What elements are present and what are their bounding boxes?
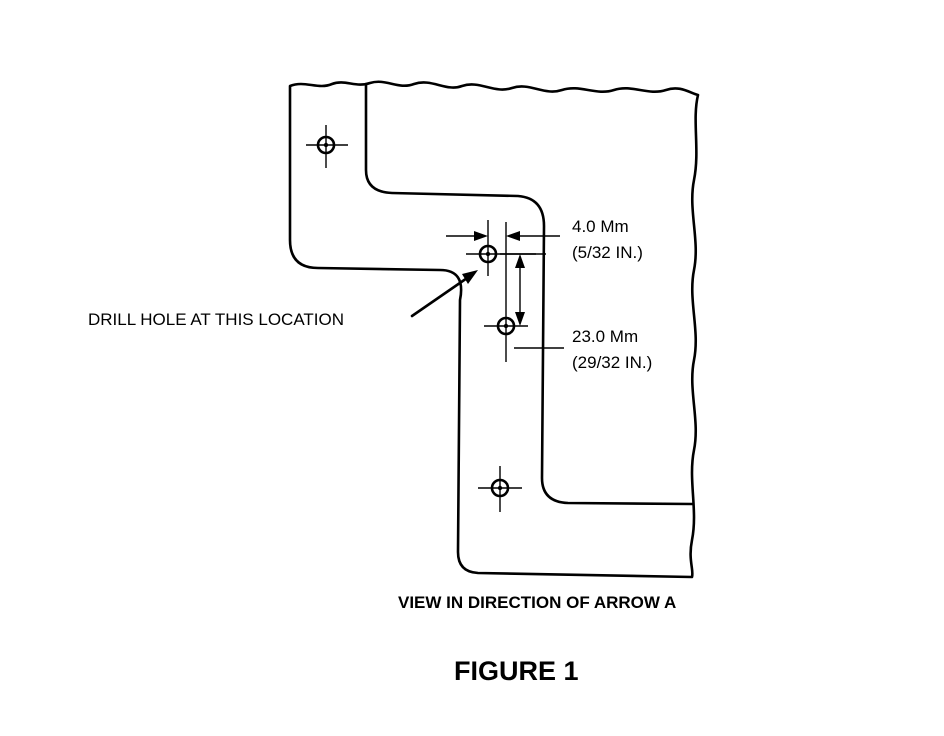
dim2-in-label: (29/32 IN.) [572, 353, 652, 372]
dim2-mm-label: 23.0 Mm [572, 327, 638, 346]
drill-leader-arrow [410, 270, 478, 318]
dimension-horizontal [446, 222, 560, 304]
mounting-hole-top-left [306, 125, 348, 168]
bracket-inner-edge [364, 82, 694, 506]
figure-title: FIGURE 1 [454, 656, 579, 686]
drill-hole-label: DRILL HOLE AT THIS LOCATION [88, 310, 344, 329]
view-caption: VIEW IN DIRECTION OF ARROW A [398, 593, 676, 612]
dim1-mm-label: 4.0 Mm [572, 217, 629, 236]
bracket-outer-outline [288, 80, 700, 579]
dim1-in-label: (5/32 IN.) [572, 243, 643, 262]
mounting-hole-bottom [478, 466, 522, 512]
mounting-hole-middle [484, 304, 528, 362]
dimension-vertical [500, 253, 564, 349]
